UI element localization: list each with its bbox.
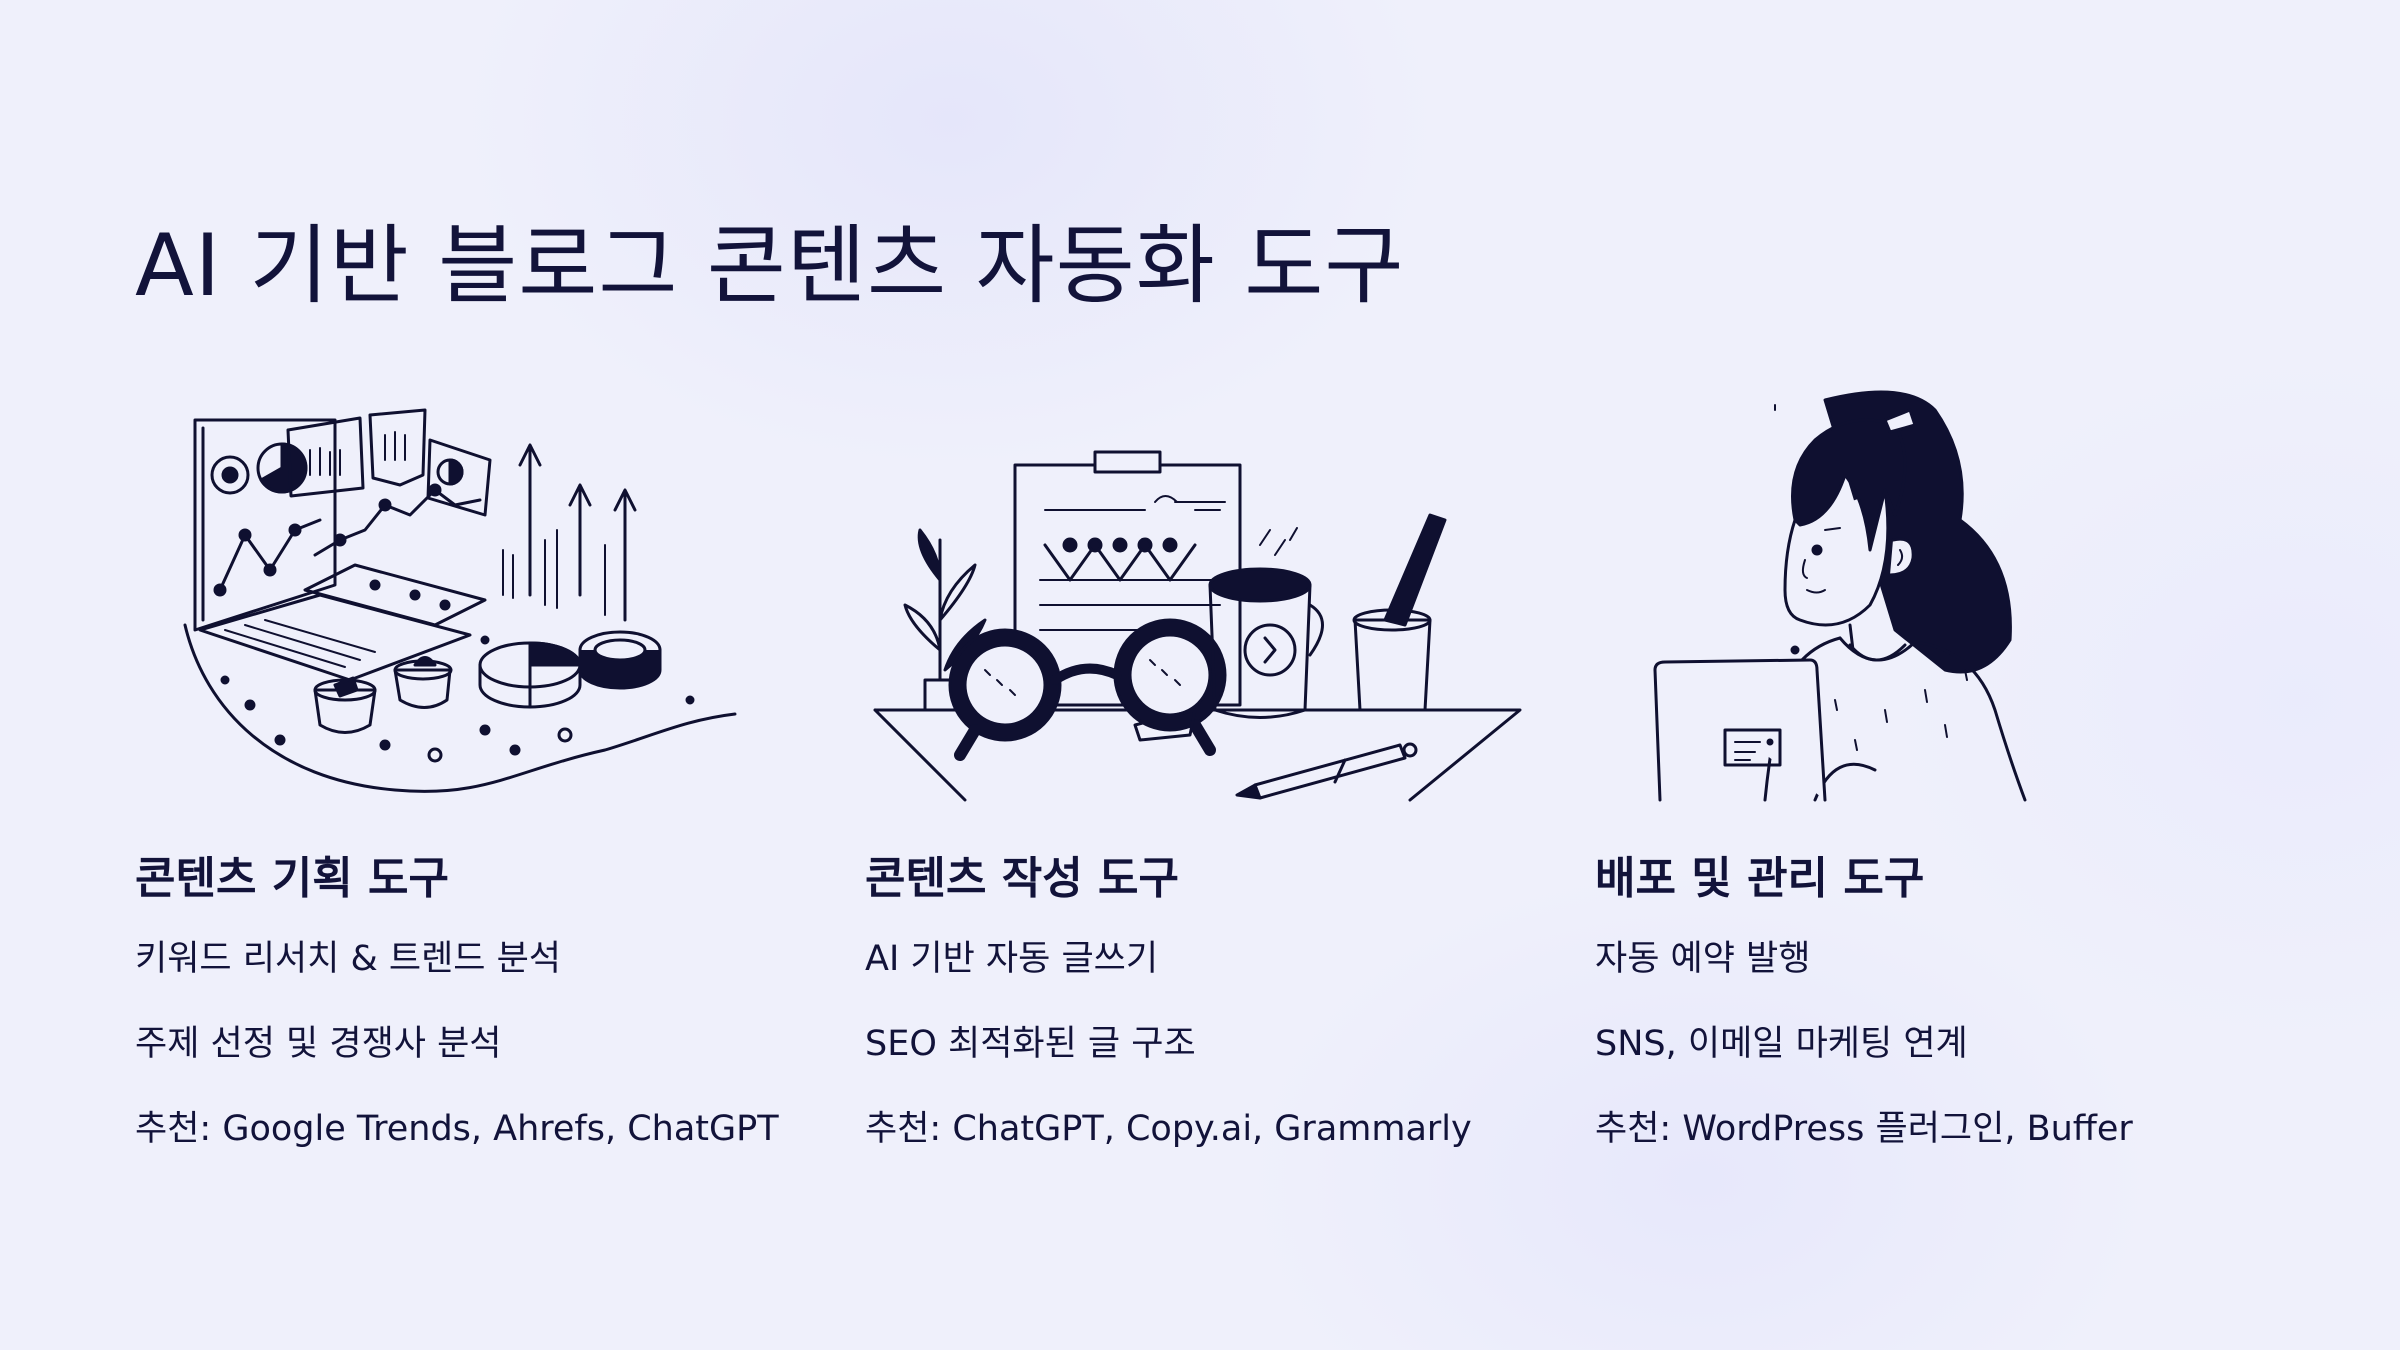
desk-writing-icon — [873, 450, 1522, 802]
publishing-item-sns-email: SNS, 이메일 마케팅 연계 — [1595, 1024, 1968, 1064]
writing-item-seo-structure: SEO 최적화된 글 구조 — [865, 1024, 1196, 1064]
planning-item-topic-selection: 주제 선정 및 경쟁사 분석 — [135, 1024, 502, 1064]
planning-item-keyword-research: 키워드 리서치 & 트렌드 분석 — [135, 939, 561, 979]
publishing-item-scheduled-posting: 자동 예약 발행 — [1595, 939, 1811, 979]
analytics-dashboard-icon — [183, 408, 737, 793]
page-title: AI 기반 블로그 콘텐츠 자동화 도구 — [135, 216, 1405, 316]
writing-item-ai-writing: AI 기반 자동 글쓰기 — [865, 939, 1159, 979]
planning-item-recommendations: 추천: Google Trends, Ahrefs, ChatGPT — [135, 1109, 779, 1149]
planning-tools-heading: 콘텐츠 기획 도구 — [135, 853, 449, 904]
writing-tools-heading: 콘텐츠 작성 도구 — [865, 853, 1179, 904]
writing-item-recommendations: 추천: ChatGPT, Copy.ai, Grammarly — [865, 1109, 1472, 1149]
publishing-tools-heading: 배포 및 관리 도구 — [1595, 853, 1925, 904]
publishing-item-recommendations: 추천: WordPress 플러그인, Buffer — [1595, 1109, 2133, 1149]
person-laptop-icon — [1653, 390, 2027, 802]
